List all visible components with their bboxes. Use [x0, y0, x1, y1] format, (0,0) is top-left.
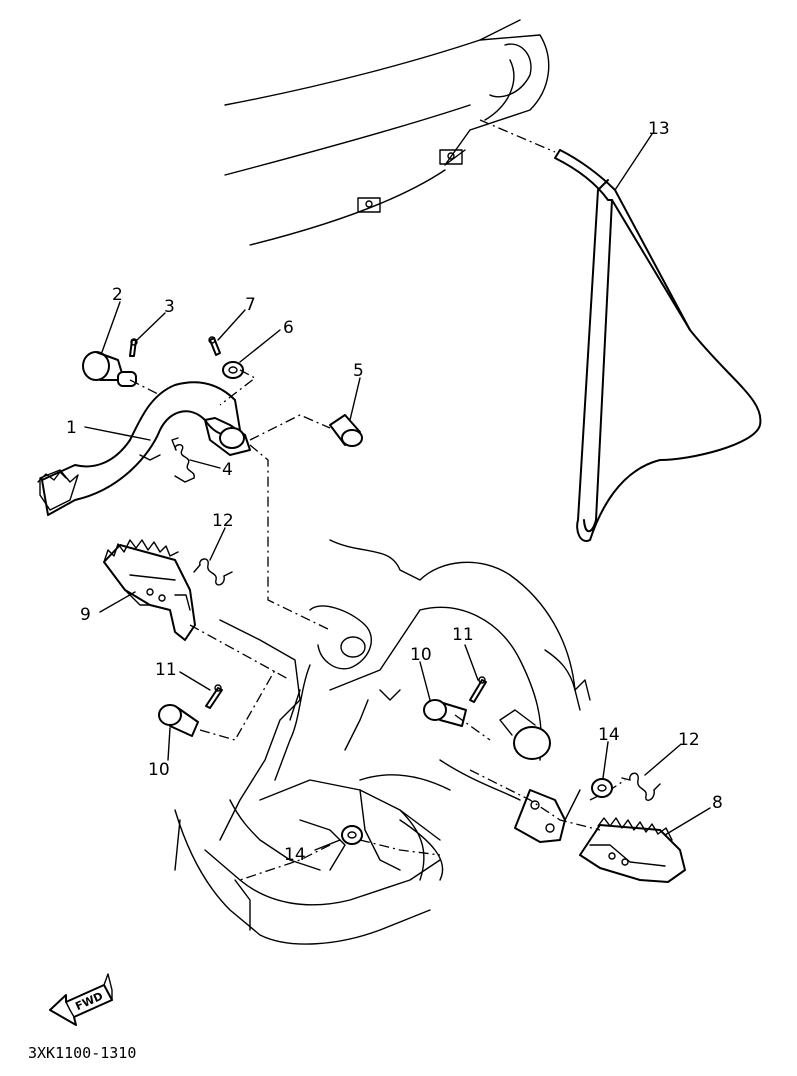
callout-5: 5 — [353, 361, 364, 381]
pin-part-10-center — [423, 699, 467, 727]
footrest-right-part-8 — [579, 817, 686, 883]
callout-10-center: 10 — [410, 645, 432, 665]
callout-labels: 1 2 3 4 5 6 7 8 9 10 10 11 11 12 12 13 1… — [66, 119, 723, 865]
washer-part-6 — [222, 361, 244, 379]
callout-1: 1 — [66, 418, 77, 438]
callout-9: 9 — [80, 605, 91, 625]
callout-6: 6 — [283, 318, 294, 338]
washer-part-14-left — [341, 825, 363, 845]
spring-part-4 — [171, 437, 195, 483]
cotter-pin-part-11-center — [469, 676, 487, 703]
assembly-lines-pedal — [129, 369, 331, 631]
spring-part-12-right — [621, 772, 661, 801]
footrest-bracket-right — [514, 789, 581, 843]
callout-11-left: 11 — [155, 660, 177, 680]
callout-2: 2 — [112, 285, 123, 305]
pivot-shaft-part-2 — [82, 351, 137, 387]
callout-3: 3 — [164, 297, 175, 317]
callout-11-center: 11 — [452, 625, 474, 645]
diagram-code: 3XK1100-1310 — [28, 1044, 136, 1062]
pin-part-5 — [329, 414, 363, 447]
cotter-pin-part-3 — [129, 338, 138, 357]
callout-12-left: 12 — [212, 511, 234, 531]
pin-part-10-left — [158, 704, 199, 737]
footrest-left-part-9 — [103, 539, 196, 641]
frame-upper-outline — [224, 19, 550, 246]
leader-lines — [84, 133, 711, 851]
spring-part-12-left — [193, 558, 233, 586]
callout-10-left: 10 — [148, 760, 170, 780]
callout-7: 7 — [245, 295, 256, 315]
engine-frame-outline — [219, 539, 591, 881]
cotter-pin-part-7 — [208, 336, 221, 356]
cotter-pin-part-11-left — [205, 684, 223, 709]
callout-14-left: 14 — [284, 845, 306, 865]
callout-14-right: 14 — [598, 725, 620, 745]
callout-12-right: 12 — [678, 730, 700, 750]
lower-frame-tubes — [174, 779, 441, 945]
brake-pedal-part-1 — [37, 381, 251, 516]
forward-arrow-icon: FWD — [49, 973, 113, 1026]
callout-4: 4 — [222, 460, 233, 480]
callout-8: 8 — [712, 793, 723, 813]
assembly-lines-lower — [189, 624, 626, 881]
washer-part-14-right — [591, 778, 613, 798]
callout-13: 13 — [648, 119, 670, 139]
